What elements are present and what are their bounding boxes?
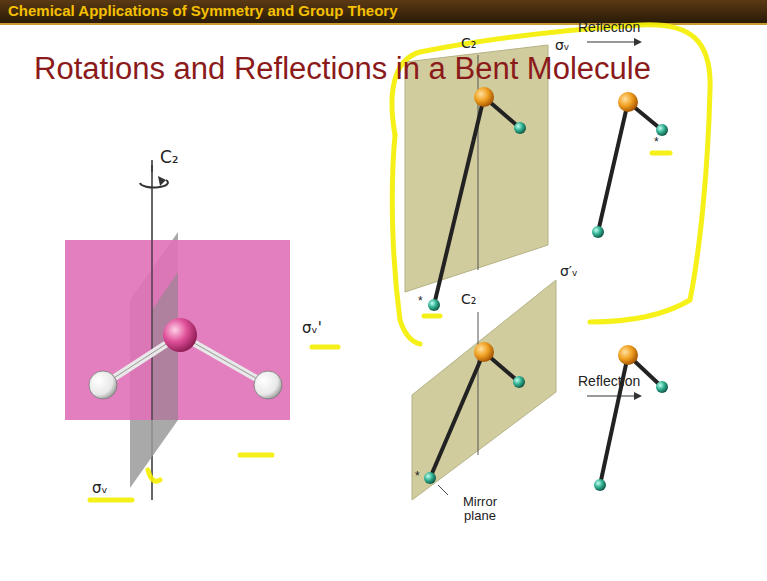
- hydrogen-atom: [89, 371, 117, 399]
- bond: [598, 102, 628, 232]
- header-text: Chemical Applications of Symmetry and Gr…: [8, 3, 398, 20]
- reflection-arrow: [587, 395, 636, 396]
- central-atom: [474, 342, 494, 362]
- header-bar: [0, 0, 767, 23]
- marker-star: *: [654, 136, 659, 149]
- central-atom: [474, 87, 494, 107]
- mirror-plane-label: Mirror plane: [450, 495, 510, 524]
- marker-star: *: [418, 295, 423, 308]
- plane-label: σᵥ': [302, 320, 322, 337]
- terminal-atom: [656, 381, 668, 393]
- central-atom: [618, 345, 638, 365]
- rotation-arrowhead: [158, 176, 166, 186]
- operation-label: Reflection: [578, 20, 640, 35]
- reflection-arrowhead: [634, 38, 642, 46]
- c2-axis: [478, 55, 479, 270]
- terminal-atom: [513, 376, 525, 388]
- plane-label: σᵥ: [555, 38, 570, 53]
- c2-axis: [478, 312, 479, 455]
- oxygen-atom: [163, 318, 197, 352]
- marker-star: *: [415, 470, 420, 483]
- c2-axis-front: [151, 240, 152, 420]
- c2-axis-top: [151, 160, 153, 172]
- plane-label: σᵥ: [92, 480, 108, 497]
- central-atom: [618, 92, 638, 112]
- sigma-v-prime-plane: [65, 240, 290, 420]
- hydrogen-atom: [254, 371, 282, 399]
- reflection-arrowhead: [634, 392, 642, 400]
- terminal-atom: [424, 472, 436, 484]
- terminal-atom: [656, 124, 668, 136]
- terminal-atom: [592, 226, 604, 238]
- highlighter-marks: [90, 25, 710, 500]
- bond: [430, 352, 484, 478]
- leader-line: [438, 485, 448, 495]
- axis-label: C₂: [461, 292, 476, 307]
- reflection-arrow: [587, 41, 636, 42]
- terminal-atom: [514, 122, 526, 134]
- operation-label: Reflection: [578, 374, 640, 389]
- axis-label: C₂: [160, 148, 179, 167]
- plane-label: σ′ᵥ: [560, 264, 578, 279]
- axis-label: C₂: [461, 36, 476, 51]
- mirror-plane: [412, 280, 556, 500]
- terminal-atom: [428, 299, 440, 311]
- slide-title: Rotations and Reflections in a Bent Mole…: [34, 52, 651, 86]
- terminal-atom: [594, 479, 606, 491]
- bond: [434, 97, 484, 305]
